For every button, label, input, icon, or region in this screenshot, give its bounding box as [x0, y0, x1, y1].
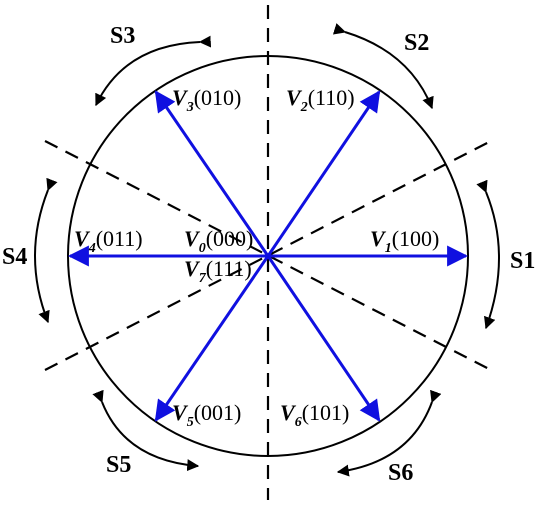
vector-v6-arrow [266, 255, 381, 422]
sector-label-s6: S6 [388, 460, 413, 486]
sector-labels: S1 S2 S3 S4 S5 S6 [2, 23, 535, 486]
sector-label-s2: S2 [404, 30, 429, 56]
sector-arrow-s3 [95, 35, 212, 107]
vector-v3-arrow [154, 90, 270, 257]
sector-label-s4: S4 [2, 244, 27, 270]
sector-arrow-s6 [336, 389, 442, 477]
boundary-30deg [44, 140, 492, 371]
sector-arrow-s5 [92, 389, 200, 472]
voltage-vectors [67, 90, 469, 422]
vector-v2-arrow [266, 90, 381, 257]
label-v5: V5(001) [172, 400, 241, 430]
label-v1: V1(100) [370, 226, 439, 256]
sector-arrows [34, 23, 500, 477]
label-v4: V4(011) [74, 226, 143, 256]
vector-labels: V1(100) V2(110) V3(010) V4(011) V5(001) … [74, 85, 439, 430]
label-v2: V2(110) [286, 85, 355, 115]
sector-arrow-s4 [34, 177, 58, 324]
label-v0: V0(000) [184, 226, 253, 256]
boundary-150deg [44, 140, 492, 371]
sector-label-s3: S3 [110, 23, 135, 49]
sector-boundaries [44, 5, 492, 500]
label-v7: V7(111) [184, 256, 252, 286]
sector-label-s1: S1 [510, 248, 535, 274]
sector-label-s5: S5 [106, 452, 131, 478]
label-v6: V6(101) [280, 400, 349, 430]
sector-arrow-s2 [332, 23, 434, 110]
label-v3: V3(010) [172, 85, 241, 115]
sector-arrow-s1 [476, 179, 500, 330]
